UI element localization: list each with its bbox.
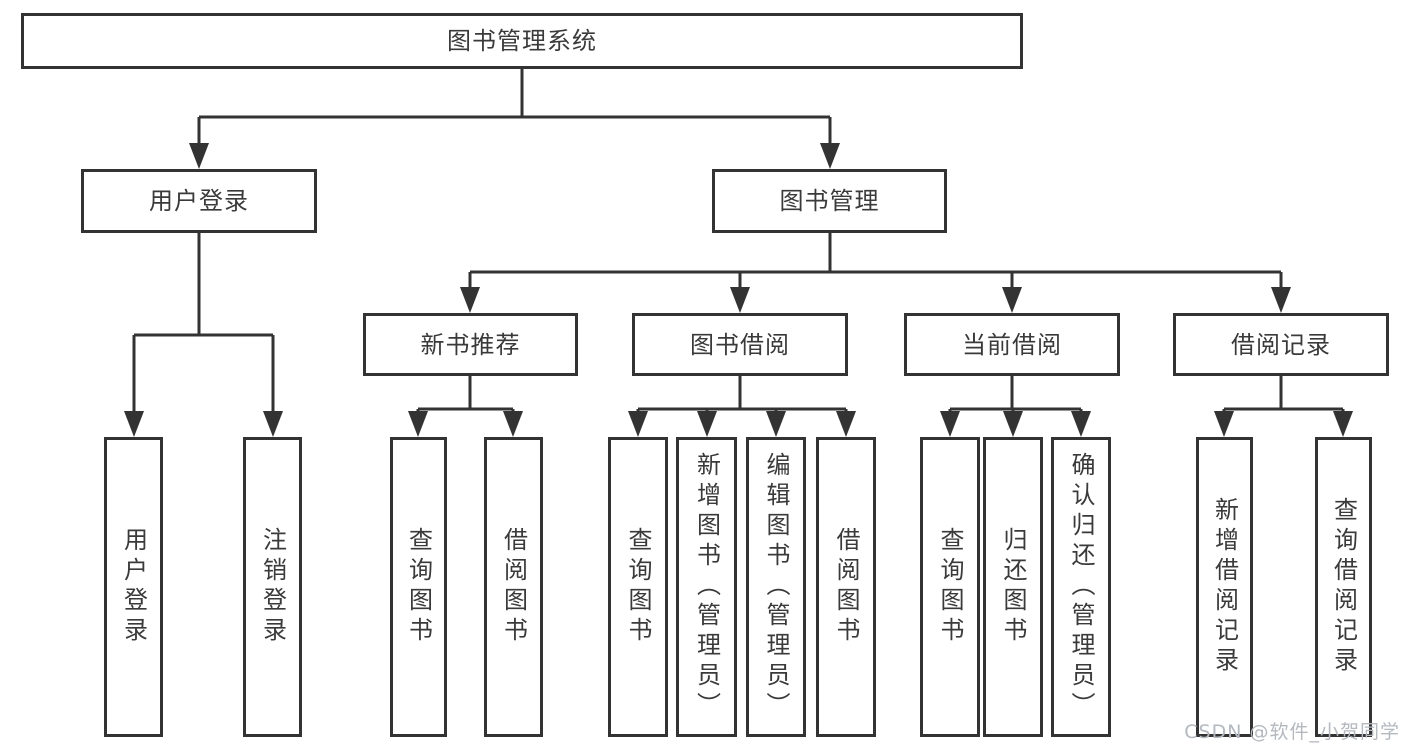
csdn-watermark: CSDN @软件_小贺同学 bbox=[1184, 721, 1400, 743]
node-current-borrow-label: 当前借阅 bbox=[962, 330, 1062, 359]
node-user-login: 用户登录 bbox=[81, 169, 317, 233]
leaf-user-login: 用户登录 bbox=[104, 437, 163, 737]
leaf-add-borrow-record-label: 新增借阅记录 bbox=[1210, 497, 1239, 677]
arrowheads bbox=[124, 143, 1353, 437]
leaf-borrow-book-borrow-label: 借阅图书 bbox=[832, 527, 860, 647]
leaf-add-book-label: 新增图书（管理员） bbox=[692, 452, 721, 722]
node-user-login-label: 用户登录 bbox=[149, 187, 249, 215]
leaf-query-book-rec-label: 查询图书 bbox=[404, 527, 433, 647]
leaf-query-book-current: 查询图书 bbox=[920, 437, 980, 737]
node-book-mgmt-label: 图书管理 bbox=[779, 187, 880, 215]
leaf-query-book-borrow-label: 查询图书 bbox=[624, 527, 652, 647]
node-book-mgmt: 图书管理 bbox=[712, 169, 947, 233]
node-new-book-rec: 新书推荐 bbox=[363, 313, 578, 376]
node-book-borrow: 图书借阅 bbox=[632, 313, 848, 376]
leaf-borrow-book-rec-label: 借阅图书 bbox=[499, 527, 528, 647]
node-borrow-records-label: 借阅记录 bbox=[1231, 330, 1331, 359]
leaf-logout-label: 注销登录 bbox=[258, 527, 287, 647]
leaf-query-borrow-record: 查询借阅记录 bbox=[1315, 437, 1372, 737]
leaf-add-book: 新增图书（管理员） bbox=[676, 437, 737, 737]
leaf-query-borrow-record-label: 查询借阅记录 bbox=[1329, 497, 1358, 677]
leaf-borrow-book-rec: 借阅图书 bbox=[484, 437, 543, 737]
leaf-user-login-label: 用户登录 bbox=[119, 527, 148, 647]
node-borrow-records: 借阅记录 bbox=[1173, 313, 1389, 376]
leaf-return-book: 归还图书 bbox=[983, 437, 1043, 737]
node-book-borrow-label: 图书借阅 bbox=[690, 330, 790, 359]
node-root-label: 图书管理系统 bbox=[447, 27, 597, 55]
leaf-add-borrow-record: 新增借阅记录 bbox=[1196, 437, 1253, 737]
leaf-query-book-current-label: 查询图书 bbox=[936, 527, 964, 647]
leaf-query-book-borrow: 查询图书 bbox=[608, 437, 668, 737]
leaf-edit-book-label: 编辑图书（管理员） bbox=[762, 452, 790, 722]
leaf-return-book-label: 归还图书 bbox=[999, 527, 1027, 647]
leaf-query-book-rec: 查询图书 bbox=[390, 437, 447, 737]
node-root: 图书管理系统 bbox=[21, 13, 1023, 69]
leaf-confirm-return-label: 确认归还（管理员） bbox=[1067, 452, 1095, 722]
node-new-book-rec-label: 新书推荐 bbox=[420, 330, 521, 359]
leaf-logout: 注销登录 bbox=[243, 437, 302, 737]
leaf-confirm-return: 确认归还（管理员） bbox=[1051, 437, 1111, 737]
node-current-borrow: 当前借阅 bbox=[904, 313, 1120, 376]
leaf-edit-book: 编辑图书（管理员） bbox=[746, 437, 806, 737]
leaf-borrow-book-borrow: 借阅图书 bbox=[816, 437, 876, 737]
